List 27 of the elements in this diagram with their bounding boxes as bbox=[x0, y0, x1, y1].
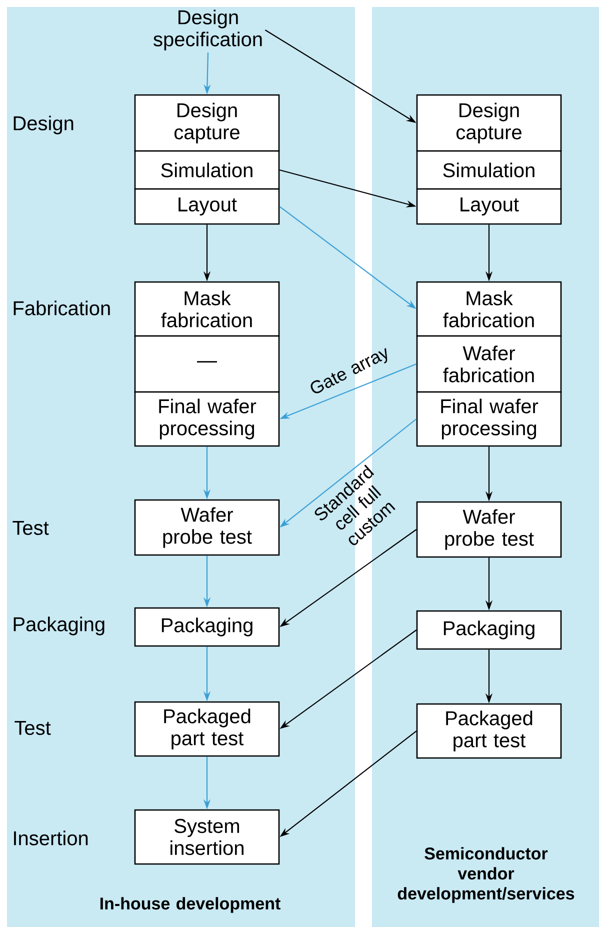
process-box: Design capture bbox=[416, 94, 562, 152]
process-box: Packaged part test bbox=[134, 701, 280, 757]
edge-label: Gate array bbox=[310, 348, 388, 394]
stage-label: Insertion bbox=[14, 830, 88, 846]
process-box: Mask fabrication bbox=[134, 281, 280, 337]
input-label: Design specification bbox=[154, 10, 262, 50]
process-box: — bbox=[134, 335, 280, 393]
process-box: Layout bbox=[134, 188, 280, 225]
stage-label: Design bbox=[14, 116, 74, 134]
stage-label: Packaging bbox=[14, 616, 104, 636]
process-box: Simulation bbox=[416, 150, 562, 190]
process-box: Layout bbox=[416, 188, 562, 225]
process-box: Simulation bbox=[134, 150, 280, 190]
process-box: Wafer probe test bbox=[416, 501, 562, 558]
process-box: Mask fabrication bbox=[416, 281, 562, 337]
process-box: Packaging bbox=[416, 610, 562, 650]
process-box: Final wafer processing bbox=[416, 391, 562, 447]
process-box: Design capture bbox=[134, 94, 280, 152]
stage-label: Test bbox=[12, 521, 49, 535]
process-box: Wafer probe test bbox=[134, 499, 280, 556]
stage-label: Test bbox=[14, 721, 51, 735]
process-box: Packaging bbox=[134, 607, 280, 647]
process-box: System insertion bbox=[134, 809, 280, 865]
process-box: Wafer fabrication bbox=[416, 335, 562, 393]
process-box: Final wafer processing bbox=[134, 391, 280, 447]
stage-label: Fabrication bbox=[14, 300, 110, 316]
process-box: Packaged part test bbox=[416, 703, 562, 759]
